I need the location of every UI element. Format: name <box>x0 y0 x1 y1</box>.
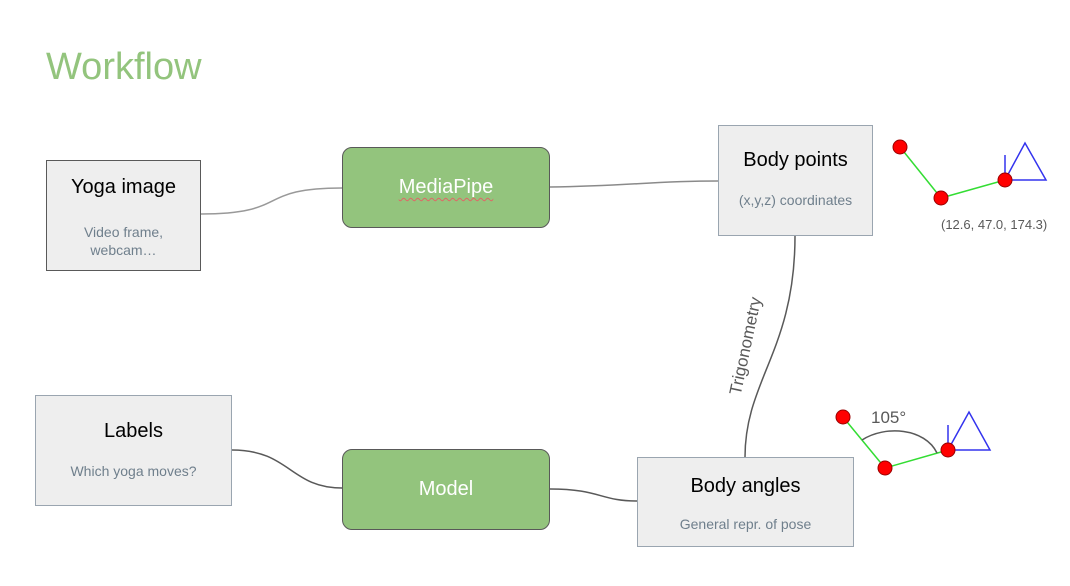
node-body-points: Body points (x,y,z) coordinates <box>718 125 873 236</box>
joint-point <box>892 139 908 155</box>
node-yoga-image: Yoga image Video frame, webcam… <box>46 160 201 271</box>
connector-model-to-body-angles <box>549 488 638 502</box>
page-title: Workflow <box>46 46 202 88</box>
node-model: Model <box>342 449 550 530</box>
joint-point <box>940 442 956 458</box>
joint-point <box>877 460 893 476</box>
body-angles-illustration <box>835 409 992 476</box>
camera-triangle-icon <box>946 410 992 451</box>
angle-label: 105° <box>871 408 907 427</box>
angle-arc <box>861 430 938 454</box>
joint-point <box>835 409 851 425</box>
node-title: Body points <box>743 149 848 171</box>
node-title: Yoga image <box>71 176 176 198</box>
node-labels: Labels Which yoga moves? <box>35 395 232 506</box>
node-title: Body angles <box>690 475 801 497</box>
limb-line <box>884 449 949 469</box>
node-subtitle: Video frame, webcam… <box>83 224 164 258</box>
node-label: MediaPipe <box>398 176 494 198</box>
limb-line <box>899 146 942 199</box>
coordinates-label: (12.6, 47.0, 174.3) <box>941 217 1048 232</box>
joint-point <box>997 172 1013 188</box>
joint-point <box>933 190 949 206</box>
camera-triangle-icon <box>1003 141 1048 181</box>
connector-yoga-to-mediapipe <box>200 187 343 215</box>
connector-body-points-to-body-angles <box>744 235 796 458</box>
node-mediapipe: MediaPipe <box>342 147 550 228</box>
node-label: Model <box>418 478 474 500</box>
connector-labels-to-model <box>231 449 343 489</box>
connector-mediapipe-to-body-points <box>549 180 719 188</box>
node-body-angles: Body angles General repr. of pose <box>637 457 854 547</box>
limb-line <box>842 416 886 469</box>
node-subtitle: (x,y,z) coordinates <box>738 192 853 208</box>
node-subtitle: General repr. of pose <box>679 516 812 532</box>
body-points-illustration <box>892 139 1048 206</box>
limb-line <box>940 179 1006 199</box>
node-subtitle: Which yoga moves? <box>70 463 197 479</box>
node-title: Labels <box>104 420 163 442</box>
